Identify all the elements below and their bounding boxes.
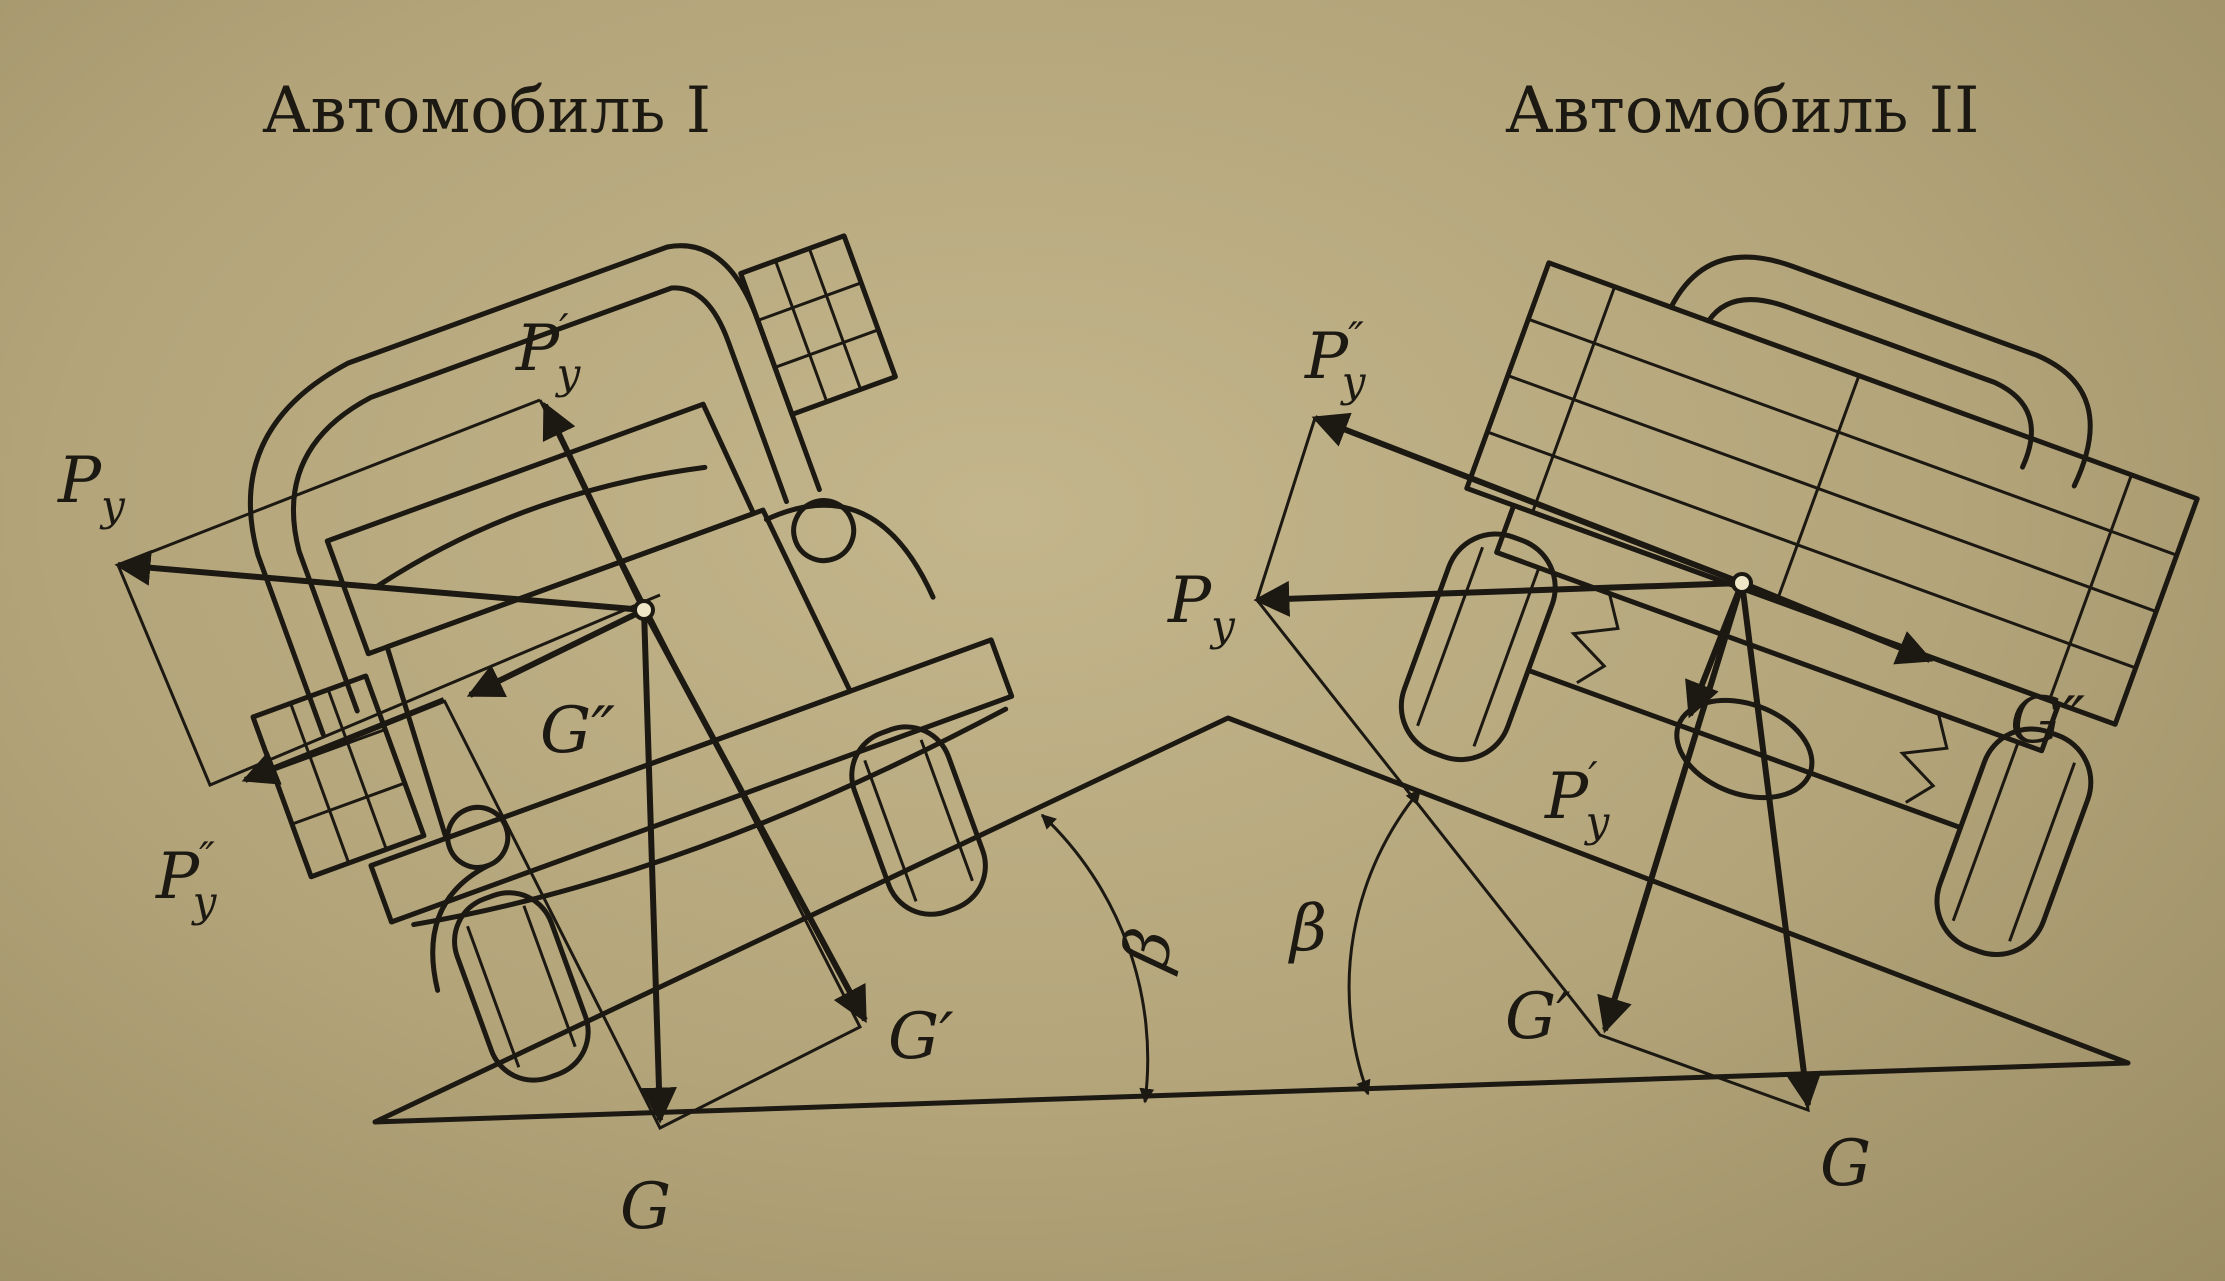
beta-arc-left <box>1040 813 1155 1104</box>
car2-drawing <box>1398 254 2200 958</box>
car2-g-prime-label: G′ <box>1505 980 1571 1054</box>
car2-py-dprime-vector <box>1311 412 1744 586</box>
car2-g-label: G <box>1820 1127 1871 1201</box>
car2-g-dprime-label: G″ <box>2010 684 2085 758</box>
car1-g-label: G <box>620 1170 671 1244</box>
car1-force-diagram <box>114 398 868 1131</box>
car1-g-dprime-label: G″ <box>540 694 615 768</box>
car1-py-label: Py <box>57 444 126 530</box>
ground-triangle <box>372 715 2131 1125</box>
car2-force-diagram <box>1253 412 1934 1113</box>
beta-arc-right <box>1347 788 1422 1096</box>
car1-py-dprime-vector <box>241 697 446 785</box>
car1-g-vector <box>640 609 677 1124</box>
car1-title: Автомобиль I <box>262 74 711 148</box>
car2-g-dprime-vector <box>1740 580 1934 665</box>
car2-g-vector <box>1739 582 1822 1109</box>
car2-g-prime-vector <box>1597 582 1745 1034</box>
car2-py-vector <box>1253 580 1743 617</box>
car1-drawing <box>248 233 1015 1083</box>
car1-center-of-mass <box>633 599 655 621</box>
car1-g-prime-vector <box>641 608 868 1024</box>
car2-py-dprime-label: P″y <box>1304 313 1367 406</box>
car1-py-prime-label: P′y <box>515 305 582 398</box>
car1-g-dprime-vector <box>466 607 646 698</box>
car1-py-vector <box>114 549 645 613</box>
car1-py-prime-vector <box>542 401 647 612</box>
car2-py-prime-label: P′y <box>1544 753 1611 846</box>
beta-label-right: β <box>1288 892 1327 966</box>
car1-py-dprime-label: P″y <box>155 833 218 926</box>
car2-center-of-mass <box>1731 572 1753 594</box>
car2-title: Автомобиль II <box>1505 74 1979 148</box>
beta-label-left: β <box>1108 922 1189 978</box>
car2-py-label: Py <box>1167 564 1236 650</box>
car1-g-prime-label: G′ <box>888 1000 954 1074</box>
